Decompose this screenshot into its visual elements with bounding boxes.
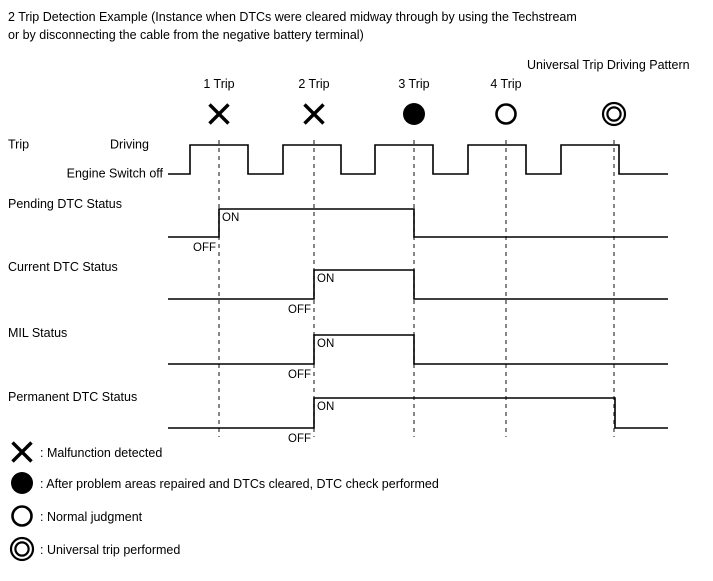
diagram-title: 2 Trip Detection Example (Instance when … — [8, 8, 708, 44]
row-label-mil: MIL Status — [8, 326, 67, 340]
row-label-current: Current DTC Status — [8, 260, 118, 274]
pending-dtc-waveform — [168, 208, 668, 238]
trip-label-2: 2 Trip — [298, 77, 329, 91]
legend-text-2: : After problem areas repaired and DTCs … — [40, 477, 439, 491]
mil-off-label: OFF — [288, 369, 311, 381]
legend-marker-3 — [11, 505, 33, 527]
current-on-label: ON — [317, 273, 334, 285]
legend-marker-2 — [11, 472, 33, 494]
mil-on-label: ON — [317, 338, 334, 350]
row-label-trip: Trip — [8, 137, 29, 151]
row-label-permanent: Permanent DTC Status — [8, 390, 137, 404]
current-dtc-waveform — [168, 269, 668, 300]
title-line-2: or by disconnecting the cable from the n… — [8, 28, 364, 42]
trip-dashed-lines — [218, 140, 615, 437]
title-line-1: 2 Trip Detection Example (Instance when … — [8, 10, 577, 24]
trip-waveform — [168, 144, 668, 175]
trip-markers — [208, 101, 627, 127]
universal-trip-heading: Universal Trip Driving Pattern — [527, 58, 690, 72]
legend: : Malfunction detected : After problem ar… — [9, 441, 439, 562]
trip-label-4: 4 Trip — [490, 77, 521, 91]
trip-marker-5 — [601, 101, 627, 127]
current-off-label: OFF — [288, 304, 311, 316]
legend-text-4: : Universal trip performed — [40, 543, 180, 557]
trip-label-3: 3 Trip — [398, 77, 429, 91]
row-label-pending: Pending DTC Status — [8, 197, 122, 211]
trip-label-1: 1 Trip — [203, 77, 234, 91]
legend-marker-4 — [9, 536, 35, 562]
legend-marker-1 — [11, 441, 33, 463]
permanent-off-label: OFF — [288, 433, 311, 445]
trip-headers: 1 Trip 2 Trip 3 Trip 4 Trip — [203, 77, 521, 91]
permanent-on-label: ON — [317, 401, 334, 413]
trip-high-label: Driving — [110, 137, 149, 151]
permanent-dtc-waveform — [168, 397, 668, 429]
mil-status-waveform — [168, 334, 668, 365]
trip-marker-1 — [208, 103, 230, 125]
trip-marker-3 — [403, 103, 425, 125]
trip-marker-4 — [495, 103, 517, 125]
trip-low-label: Engine Switch off — [67, 166, 164, 180]
pending-on-label: ON — [222, 212, 239, 224]
trip-marker-2 — [303, 103, 325, 125]
legend-text-1: : Malfunction detected — [40, 446, 162, 460]
legend-text-3: : Normal judgment — [40, 510, 143, 524]
pending-off-label: OFF — [193, 242, 216, 254]
